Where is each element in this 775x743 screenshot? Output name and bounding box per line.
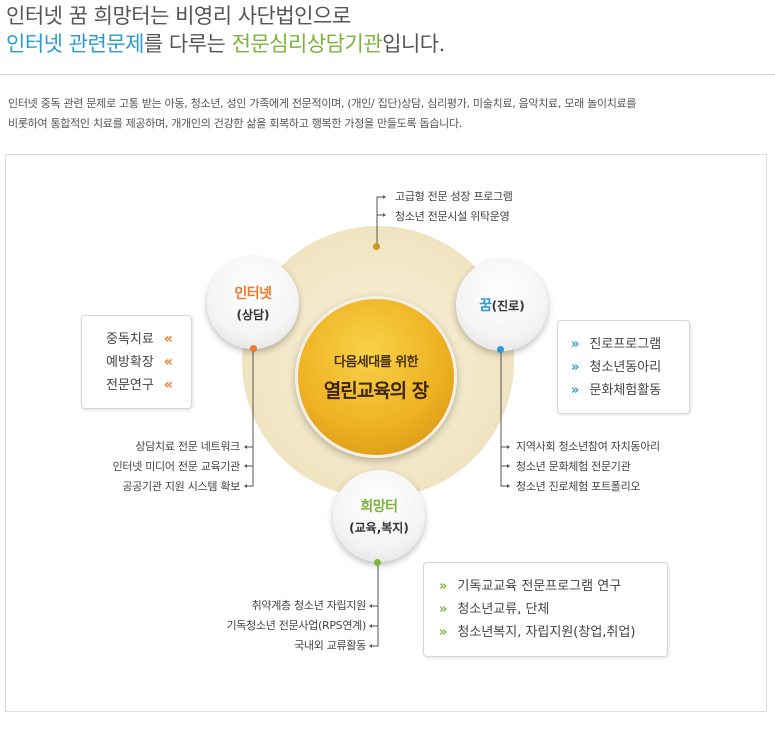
list-item: 국내외 교류활동 xyxy=(294,639,366,652)
intro-line1: 인터넷 중독 관련 문제로 고통 받는 아동, 청소년, 성인 가족에게 전문적… xyxy=(8,97,637,110)
box-item: » 청소년교류, 단체 xyxy=(439,598,667,621)
headline-line2: 인터넷 관련문제를 다루는 전문심리상담기관입니다. xyxy=(6,30,445,58)
box-item-label: 전문연구 xyxy=(106,378,154,393)
internet-list: 상담치료 전문 네트워크 인터넷 미디어 전문 교육기관 공공기관 지원 시스템… xyxy=(60,437,241,497)
headline-text-end: 입니다. xyxy=(382,32,445,56)
node-dream-label: 꿈(진로) xyxy=(479,295,524,315)
node-internet: 인터넷 (상담) xyxy=(207,257,299,349)
node-hope: 희망터 (교육,복지) xyxy=(333,470,425,562)
chevron-right-icon: » xyxy=(571,383,580,398)
node-dream-title: 꿈 xyxy=(479,298,492,314)
top-dot xyxy=(373,243,380,250)
box-internet: 중독치료 « 예방확장 « 전문연구 « xyxy=(81,315,192,409)
list-item: 공공기관 지원 시스템 확보 xyxy=(122,480,240,493)
list-item: 인터넷 미디어 전문 교육기관 xyxy=(112,460,241,473)
chevron-right-icon: » xyxy=(439,579,448,594)
chevron-right-icon: » xyxy=(439,602,448,617)
center-subtitle: 다음세대를 위한 xyxy=(333,355,419,370)
box-item-label: 진로프로그램 xyxy=(589,337,662,352)
list-item: 상담치료 전문 네트워크 xyxy=(135,440,240,453)
page-headline: 인터넷 꿈 희망터는 비영리 사단법인으로 인터넷 관련문제를 다루는 전문심리… xyxy=(6,2,445,58)
node-dream: 꿈(진로) xyxy=(456,259,548,351)
center-title: 열린교육의 장 xyxy=(323,380,429,402)
dream-dot xyxy=(497,346,504,353)
hope-connector xyxy=(372,563,379,647)
node-hope-title: 희망터 xyxy=(360,499,398,515)
box-hope: » 기독교교육 전문프로그램 연구 » 청소년교류, 단체 » 청소년복지, 자립지원… xyxy=(423,562,668,657)
box-item: 예방확장 « xyxy=(106,351,191,374)
chevron-right-icon: » xyxy=(571,360,580,375)
box-item: » 문화체험활동 xyxy=(571,379,689,402)
chevron-left-icon: « xyxy=(163,377,173,393)
box-item-label: 문화체험활동 xyxy=(589,383,662,398)
node-internet-title: 인터넷 xyxy=(234,286,272,302)
box-item-label: 청소년교류, 단체 xyxy=(457,602,550,617)
box-item: » 청소년복지, 자립지원(창업,취업) xyxy=(439,621,667,644)
top-connector xyxy=(376,196,383,246)
hope-dot xyxy=(374,559,381,566)
headline-highlight-counseling: 전문심리상담기관 xyxy=(231,32,383,56)
chevron-left-icon: « xyxy=(163,331,173,347)
box-item-label: 청소년동아리 xyxy=(589,360,662,375)
node-hope-sub: (교육,복지) xyxy=(349,521,409,535)
headline-text: 를 다루는 xyxy=(143,32,232,56)
box-item-label: 청소년복지, 자립지원(창업,취업) xyxy=(457,625,636,640)
list-item: 청소년 문화체험 전문기관 xyxy=(516,460,631,473)
box-dream: » 진로프로그램 » 청소년동아리 » 문화체험활동 xyxy=(557,320,690,414)
node-internet-sub: (상담) xyxy=(236,308,270,322)
node-dream-sub: (진로) xyxy=(491,299,525,313)
internet-dot xyxy=(250,345,257,352)
list-item: 고급형 전문 성장 프로그램 xyxy=(395,190,513,203)
box-item: 중독치료 « xyxy=(106,328,191,351)
internet-connector xyxy=(247,348,254,487)
top-list: 고급형 전문 성장 프로그램 청소년 전문시설 위탁운영 xyxy=(395,187,513,227)
box-item: 전문연구 « xyxy=(106,374,191,397)
chevron-right-icon: » xyxy=(571,337,580,352)
box-item-label: 중독치료 xyxy=(106,332,154,347)
chevron-left-icon: « xyxy=(163,354,173,370)
intro-text: 인터넷 중독 관련 문제로 고통 받는 아동, 청소년, 성인 가족에게 전문적… xyxy=(8,94,768,134)
list-item: 지역사회 청소년참여 자치동아리 xyxy=(516,440,660,453)
hope-list: 취약계층 청소년 자립지원 기독청소년 전문사업(RPS연계) 국내외 교류활동 xyxy=(180,596,366,656)
headline-line1: 인터넷 꿈 희망터는 비영리 사단법인으로 xyxy=(6,4,351,28)
box-item: » 진로프로그램 xyxy=(571,333,689,356)
intro-line2: 비롯하여 통합적인 치료를 제공하며, 개개인의 건강한 삶을 회복하고 행복한… xyxy=(8,117,462,130)
dream-connector xyxy=(500,349,507,487)
headline-highlight-internet: 인터넷 관련문제 xyxy=(6,32,144,56)
list-item: 취약계층 청소년 자립지원 xyxy=(251,599,367,612)
box-item: » 기독교교육 전문프로그램 연구 xyxy=(439,575,667,598)
list-item: 기독청소년 전문사업(RPS연계) xyxy=(226,619,366,632)
box-item-label: 기독교교육 전문프로그램 연구 xyxy=(457,579,622,594)
list-item: 청소년 진로체험 포트폴리오 xyxy=(516,480,641,493)
list-item: 청소년 전문시설 위탁운영 xyxy=(395,210,510,223)
chevron-right-icon: » xyxy=(439,625,448,640)
divider xyxy=(0,74,775,75)
dream-list: 지역사회 청소년참여 자치동아리 청소년 문화체험 전문기관 청소년 진로체험 … xyxy=(516,437,660,497)
box-item-label: 예방확장 xyxy=(106,355,154,370)
center-circle: 다음세대를 위한 열린교육의 장 xyxy=(295,296,457,458)
box-item: » 청소년동아리 xyxy=(571,356,689,379)
